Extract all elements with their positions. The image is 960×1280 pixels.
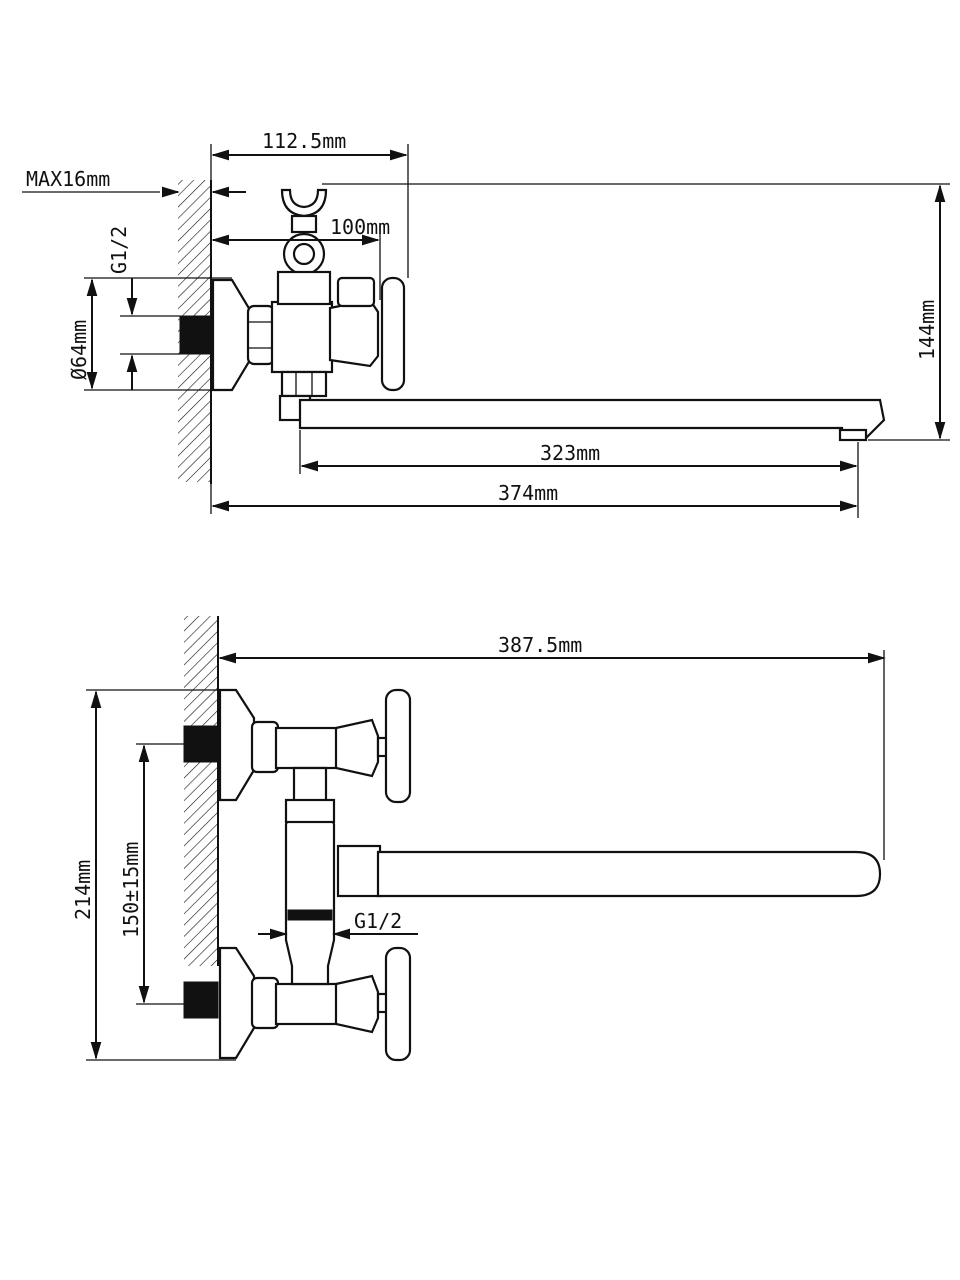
body-upper (274, 726, 340, 770)
diverter-outlet-thread (287, 909, 333, 921)
dim-label-144: 144mm (915, 300, 939, 360)
inlet-thread-side (179, 315, 212, 355)
handle-upper[interactable] (384, 688, 412, 804)
wall-hatch-top (184, 616, 218, 966)
handle-side[interactable] (380, 276, 406, 392)
dim-label-387: 387.5mm (498, 633, 582, 657)
top-view: 387.5mm 214mm 150±15mm G1/2 (71, 616, 886, 1062)
dim-label-g12-top: G1/2 (354, 909, 402, 933)
mixer-body-side (270, 300, 334, 374)
side-view: 112.5mm MAX16mm G1/2 100mm Ø64mm 144mm 3… (22, 129, 950, 518)
valve-lower (334, 974, 380, 1034)
dim-label-323: 323mm (540, 441, 600, 465)
inlet-thread-lower (183, 981, 219, 1019)
valve-head-side (328, 298, 380, 368)
aerator-side (838, 428, 868, 442)
spout-nut-side (280, 370, 328, 398)
dim-label-100: 100mm (330, 215, 390, 239)
wall-flange-side (211, 278, 252, 392)
spout-top (376, 850, 882, 898)
nut-upper (250, 720, 280, 774)
hex-nut-side (246, 304, 276, 366)
flange-upper (218, 688, 256, 802)
body-lower (274, 982, 340, 1026)
inlet-thread-upper (183, 725, 219, 763)
holder-stem (290, 214, 318, 234)
handle-lower[interactable] (384, 946, 412, 1062)
dim-label-g12-side: G1/2 (107, 226, 131, 274)
shower-holder-clip (280, 188, 328, 218)
dim-label-150: 150±15mm (119, 842, 143, 938)
dim-label-374: 374mm (498, 481, 558, 505)
dim-label-112: 112.5mm (262, 129, 346, 153)
dim-label-d64: Ø64mm (67, 320, 91, 380)
diverter-ring (284, 798, 336, 824)
lever-side (336, 276, 376, 308)
valve-upper (334, 718, 380, 778)
diverter-housing (276, 270, 332, 306)
spout-side (298, 398, 886, 440)
spout-nut-top (336, 844, 382, 898)
nut-lower (250, 976, 280, 1030)
flange-lower (218, 946, 256, 1060)
dim-label-214: 214mm (71, 860, 95, 920)
dim-label-max16: MAX16mm (26, 167, 110, 191)
